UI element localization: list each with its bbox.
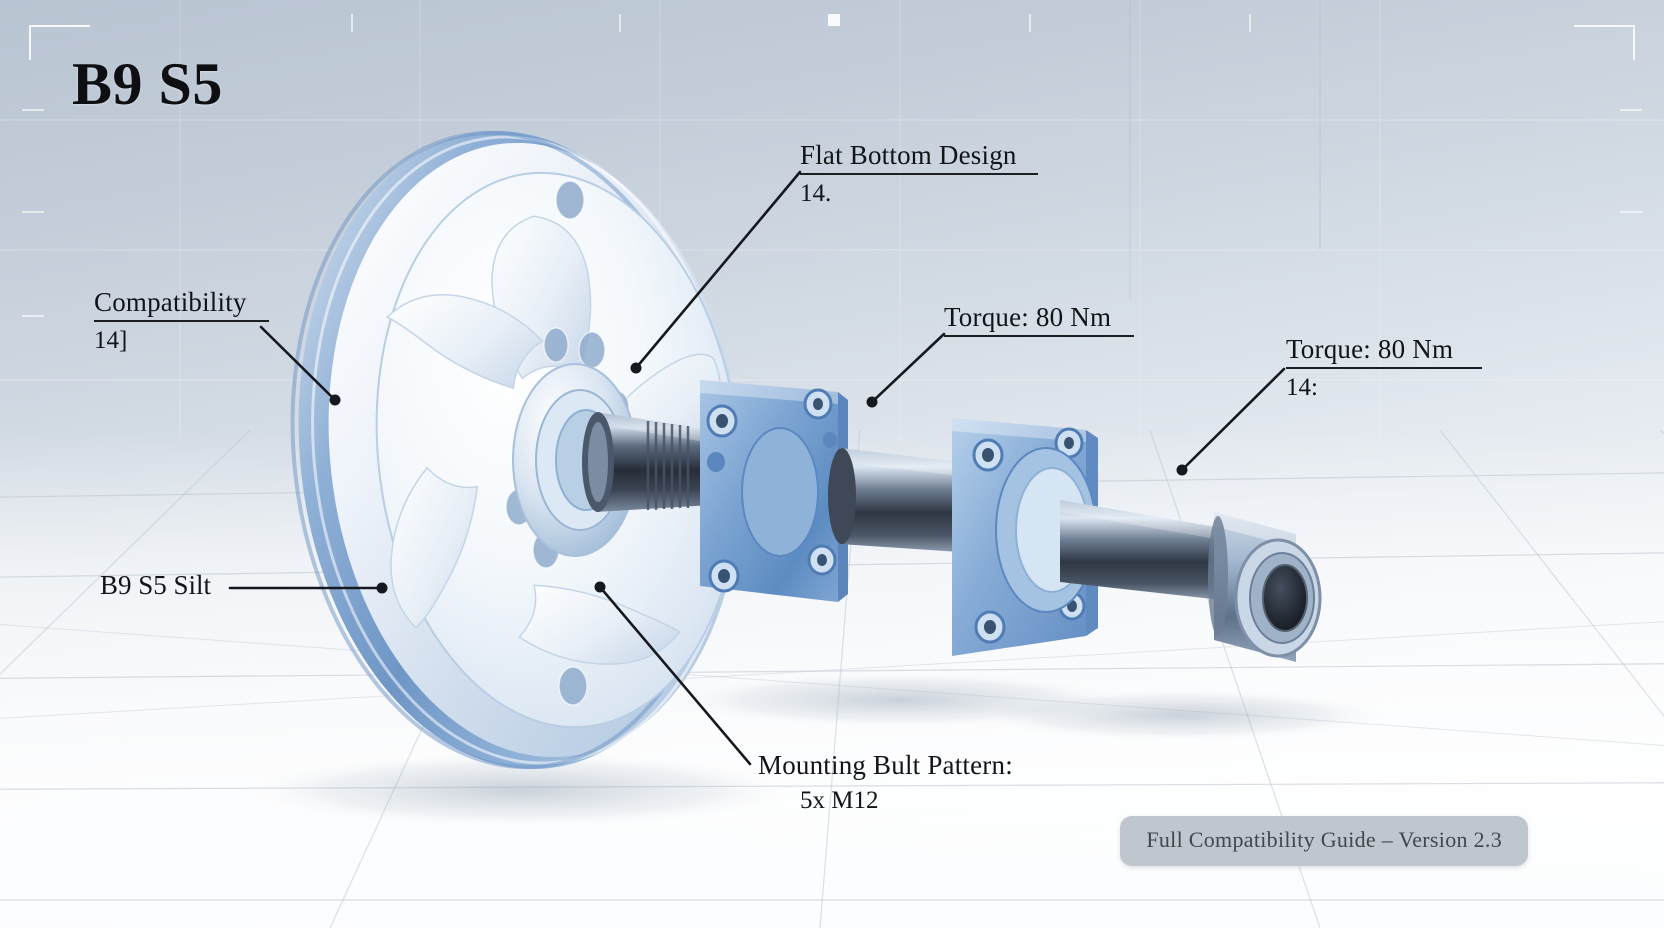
annotation-mounting-bolt-pattern-title: Mounting Bult Pattern: <box>758 750 1013 780</box>
annotation-flat-bottom-design-rule <box>800 173 1038 176</box>
version-badge: Full Compatibility Guide – Version 2.3 <box>1120 816 1528 866</box>
annotation-flat-bottom-design-sub: 14. <box>800 180 832 208</box>
annotation-torque-front: Torque: 80 Nm <box>944 302 1134 338</box>
annotation-b9-s5-silt-title: B9 S5 Silt <box>100 570 212 600</box>
annotation-torque-rear-sub: 14: <box>1286 374 1318 402</box>
annotation-flat-bottom-design-title: Flat Bottom Design <box>800 140 1017 170</box>
page-title: B9 S5 <box>72 51 223 117</box>
annotation-compatibility-title: Compatibility <box>94 287 247 317</box>
annotation-compatibility-sub: 14] <box>94 327 128 355</box>
annotation-flat-bottom-design: Flat Bottom Design 14. <box>800 140 1038 208</box>
annotation-mounting-bolt-pattern-sub: 5x M12 <box>800 787 879 815</box>
annotation-compatibility-rule <box>94 320 269 323</box>
annotation-mounting-bolt-pattern: Mounting Bult Pattern: 5x M12 <box>758 750 1018 815</box>
annotation-torque-rear: Torque: 80 Nm 14: <box>1286 334 1482 402</box>
annotation-b9-s5-silt: B9 S5 Silt <box>100 570 211 601</box>
annotation-torque-front-rule <box>944 335 1134 338</box>
annotation-torque-rear-title: Torque: 80 Nm <box>1286 334 1454 364</box>
annotation-compatibility: Compatibility 14] <box>94 287 269 355</box>
annotation-torque-front-title: Torque: 80 Nm <box>944 302 1112 332</box>
annotation-torque-rear-rule <box>1286 367 1482 370</box>
